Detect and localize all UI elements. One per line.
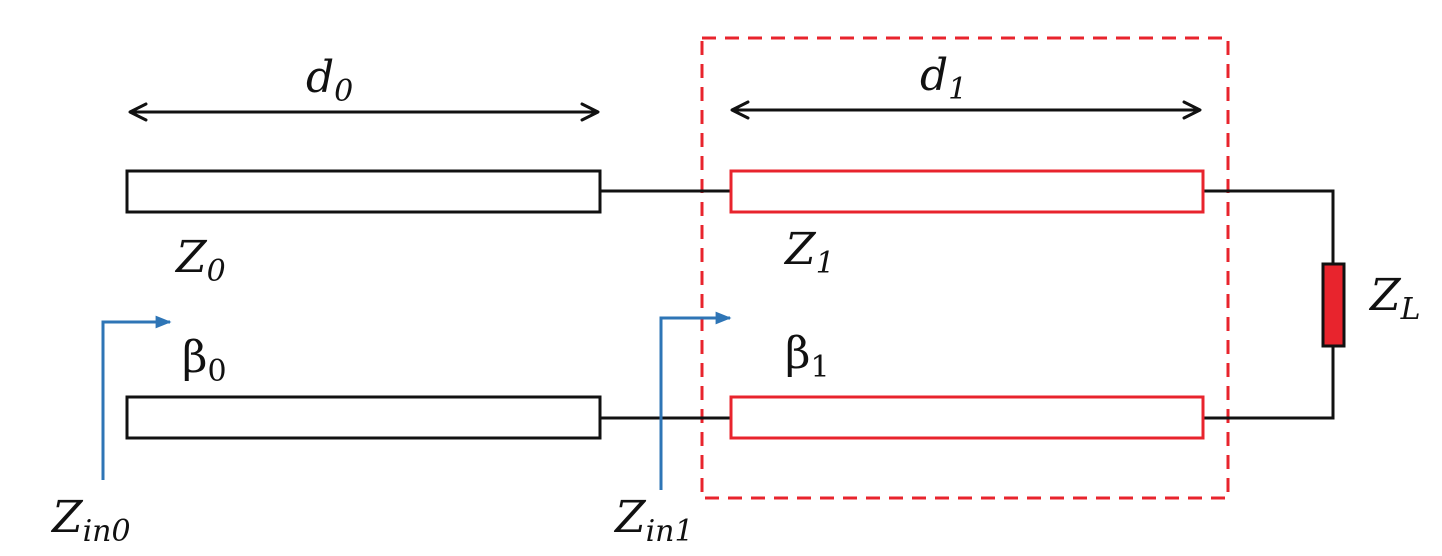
top-wire-to-load <box>1203 189 1335 264</box>
zin0-indicator-arrow <box>101 315 172 480</box>
zin1-indicator-arrow <box>659 311 732 490</box>
label-beta0: β0 <box>182 332 227 389</box>
label-d0: d0 <box>306 52 353 109</box>
label-zin1: Zin1 <box>613 492 694 549</box>
label-z1: Z1 <box>783 224 835 281</box>
label-zin0: Zin0 <box>50 492 131 549</box>
label-d1: d1 <box>920 50 967 107</box>
line-1-bottom-conductor <box>729 395 1205 440</box>
bottom-wire-to-load <box>1203 346 1335 420</box>
line-1-top-conductor <box>729 169 1205 214</box>
label-zl: ZL <box>1368 270 1421 327</box>
load-impedance <box>1321 262 1346 348</box>
label-z0: Z0 <box>174 232 226 289</box>
line-0-top-conductor <box>125 169 602 214</box>
label-beta1: β1 <box>785 328 830 385</box>
section-1-dashed-box <box>700 36 1230 500</box>
line-0-bottom-conductor <box>125 395 602 440</box>
